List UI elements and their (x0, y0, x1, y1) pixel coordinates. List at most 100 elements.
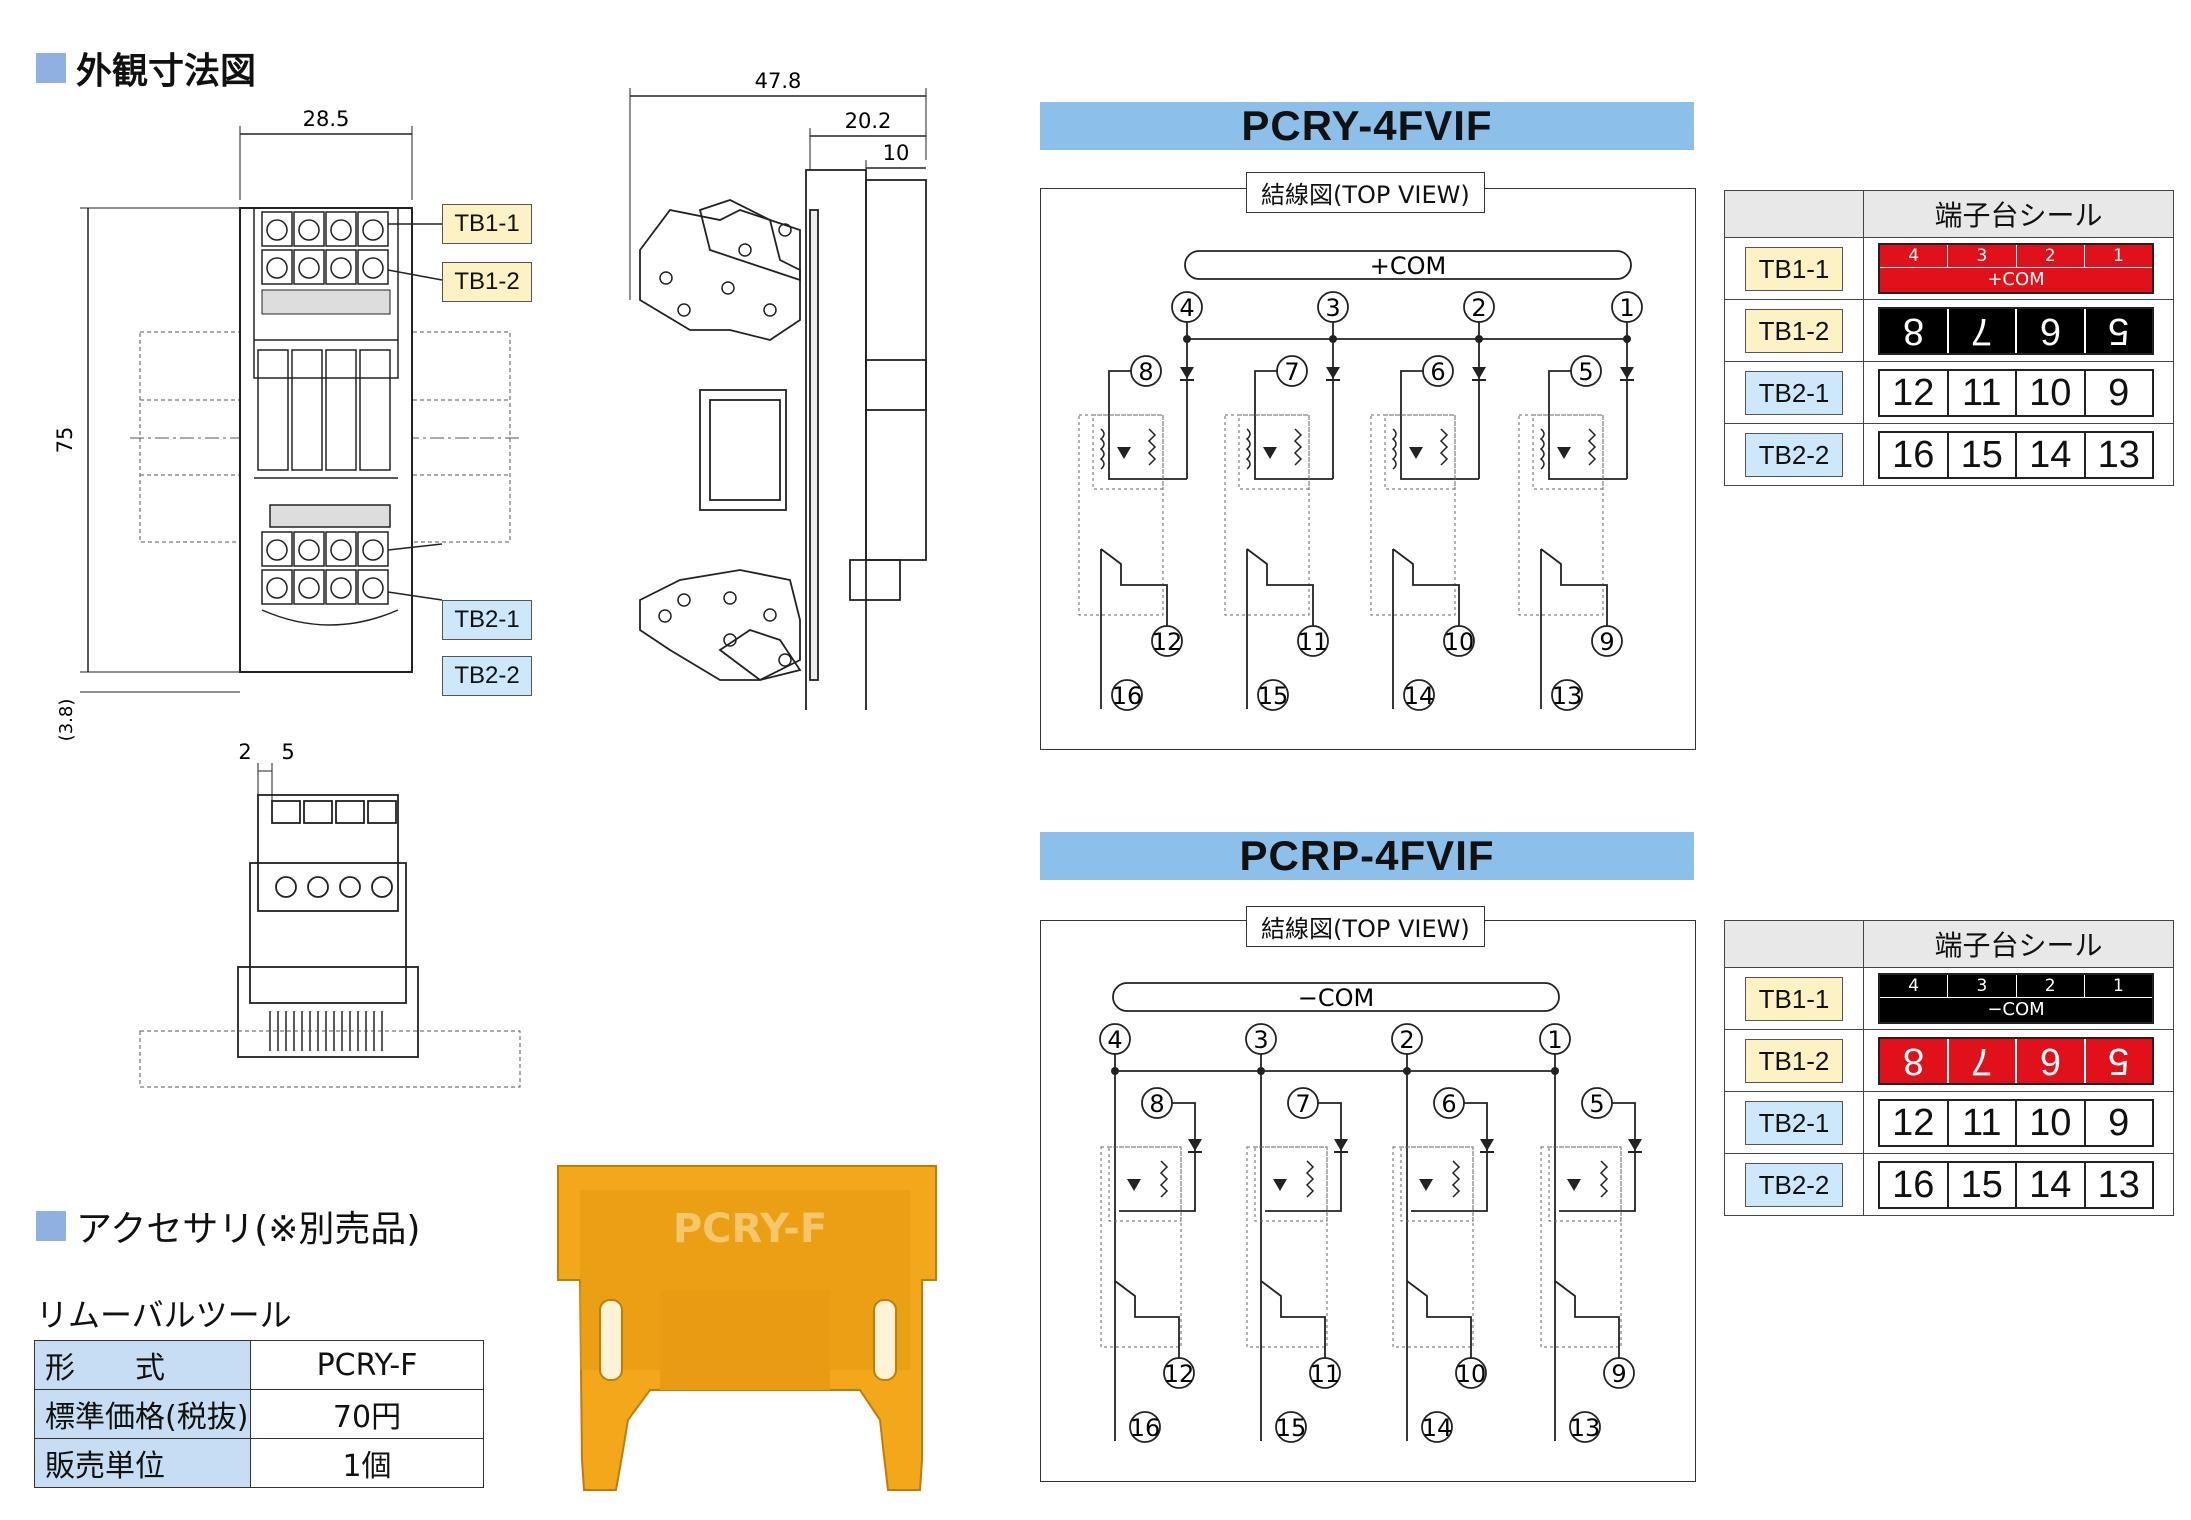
terminal-label: 16 (1112, 682, 1143, 710)
tag-tb2-2: TB2-2 (442, 656, 532, 696)
terminal-label: 4 (1107, 1026, 1122, 1054)
tag-tb1-2: TB1-2 (1745, 308, 1843, 353)
terminal-label: 6 (1441, 1090, 1456, 1118)
removal-tool-image: PCRY-F (557, 1165, 937, 1491)
terminal-label: 13 (1552, 682, 1583, 710)
wiring-label: 結線図(TOP VIEW) (1246, 172, 1485, 213)
seal-header: 端子台シール (1863, 920, 2174, 968)
acc-value: 70円 (250, 1389, 484, 1439)
dim-depth-2: 20.2 (845, 109, 892, 133)
seal-table: 端子台シール TB1-1 4 3 2 1 +COM TB1-2 8 7 6 5 (1724, 190, 2174, 486)
tag-tb1-2: TB1-2 (442, 262, 532, 302)
terminal-label: 3 (1253, 1026, 1268, 1054)
side-view-drawing: 47.8 20.2 10 (629, 69, 927, 710)
seal-corner (1724, 920, 1864, 968)
terminal-label: 5 (1589, 1090, 1604, 1118)
terminal-label: 13 (1570, 1414, 1601, 1442)
acc-value: 1個 (250, 1438, 484, 1488)
dim-total-depth: 47.8 (755, 69, 802, 93)
dim-small-b: 5 (281, 740, 294, 764)
tool-title: リムーバルツール (36, 1296, 292, 1334)
acc-key: 販売単位 (34, 1438, 251, 1488)
table-row: 標準価格(税抜) 70円 (34, 1389, 484, 1439)
channel-4: 1 5 9 13 (1539, 1023, 1642, 1443)
terminal-label: 2 (1471, 294, 1486, 322)
heading-square-icon (36, 1211, 66, 1241)
seal-row-tb2-1: 12 11 10 9 (1878, 1098, 2154, 1147)
com-label: −COM (1298, 984, 1374, 1012)
terminal-label: 1 (1547, 1026, 1562, 1054)
table-row: 形 式 PCRY-F (34, 1340, 484, 1390)
terminal-label: 14 (1422, 1414, 1453, 1442)
seal-header: 端子台シール (1863, 190, 2174, 238)
wiring-label: 結線図(TOP VIEW) (1246, 906, 1485, 947)
terminal-label: 14 (1404, 682, 1435, 710)
channel-1: 4 8 12 16 (1078, 291, 1203, 711)
bottom-view-drawing: 2 5 (139, 740, 521, 1088)
channel-3: 2 6 10 14 (1391, 1023, 1494, 1443)
tag-tb2-2: TB2-2 (1745, 1162, 1843, 1207)
model-banner: PCRY-4FVIF (1040, 102, 1694, 150)
acc-key: 標準価格(税抜) (34, 1389, 251, 1439)
tag-tb2-1: TB2-1 (1745, 370, 1843, 415)
wiring-diagram: +COM 4 8 12 16 3 (1078, 250, 1643, 711)
tag-tb2-1: TB2-1 (1745, 1100, 1843, 1145)
terminal-label: 4 (1179, 294, 1194, 322)
terminal-label: 3 (1325, 294, 1340, 322)
terminal-label: 7 (1295, 1090, 1310, 1118)
terminal-label: 7 (1284, 358, 1299, 386)
channel-4: 1 5 9 13 (1518, 291, 1643, 711)
dim-height: 75 (53, 427, 77, 454)
terminal-label: 10 (1444, 628, 1475, 656)
seal-row-tb1-1: 4 3 2 1 −COM (1878, 973, 2154, 1024)
seal-com-label: −COM (1987, 999, 2045, 1020)
section-heading-dimensions: 外観寸法図 (36, 42, 256, 94)
tag-tb1-1: TB1-1 (1745, 976, 1843, 1021)
terminal-label: 2 (1399, 1026, 1414, 1054)
tag-tb1-1: TB1-1 (442, 204, 532, 244)
com-label: +COM (1370, 252, 1446, 280)
terminal-label: 1 (1619, 294, 1634, 322)
table-row: 販売単位 1個 (34, 1438, 484, 1488)
dim-depth-3: 10 (883, 141, 910, 165)
terminal-label: 10 (1456, 1360, 1487, 1388)
terminal-label: 8 (1149, 1090, 1164, 1118)
terminal-label: 9 (1599, 628, 1614, 656)
seal-row-tb2-2: 16 15 14 13 (1878, 430, 2154, 479)
heading-square-icon (36, 53, 66, 83)
dim-small-a: 2 (238, 740, 251, 764)
terminal-label: 12 (1152, 628, 1183, 656)
terminal-label: 8 (1138, 358, 1153, 386)
terminal-label: 15 (1258, 682, 1289, 710)
tool-engraving: PCRY-F (673, 1206, 827, 1252)
acc-key: 形 式 (34, 1340, 251, 1390)
seal-row-tb2-2: 16 15 14 13 (1878, 1160, 2154, 1209)
tag-tb2-1: TB2-1 (442, 600, 532, 640)
channel-2: 3 7 11 15 (1224, 291, 1349, 711)
acc-value: PCRY-F (250, 1340, 484, 1390)
terminal-label: 16 (1130, 1414, 1161, 1442)
terminal-label: 6 (1430, 358, 1445, 386)
model-banner: PCRP-4FVIF (1040, 832, 1694, 880)
terminal-label: 15 (1276, 1414, 1307, 1442)
seal-table: 端子台シール TB1-1 4 3 2 1 −COM TB1-2 8 7 6 5 (1724, 920, 2174, 1216)
wiring-box: −COM 4 8 12 16 3 7 (1040, 920, 1696, 1482)
seal-row-tb1-2: 8 7 6 5 (1878, 1036, 2154, 1085)
channel-3: 2 6 10 14 (1370, 291, 1495, 711)
section-heading-accessory: アクセサリ(※別売品) (36, 1200, 420, 1252)
channel-2: 3 7 11 15 (1245, 1023, 1348, 1443)
seal-corner (1724, 190, 1864, 238)
dim-bottom-offset: (3.8) (56, 699, 77, 740)
dim-width-top: 28.5 (303, 107, 350, 131)
section-title-dimensions: 外観寸法図 (76, 51, 257, 92)
terminal-label: 9 (1611, 1360, 1626, 1388)
front-view-drawing: 28.5 75 (3.8) (53, 107, 520, 740)
terminal-label: 12 (1164, 1360, 1195, 1388)
terminal-label: 11 (1310, 1360, 1341, 1388)
tag-tb2-2: TB2-2 (1745, 432, 1843, 477)
terminal-label: 11 (1298, 628, 1329, 656)
wiring-diagram: −COM 4 8 12 16 3 7 (1099, 982, 1642, 1443)
tag-tb1-2: TB1-2 (1745, 1038, 1843, 1083)
seal-com-label: +COM (1987, 269, 2045, 290)
section-title-accessory: アクセサリ(※別売品) (76, 1209, 421, 1250)
